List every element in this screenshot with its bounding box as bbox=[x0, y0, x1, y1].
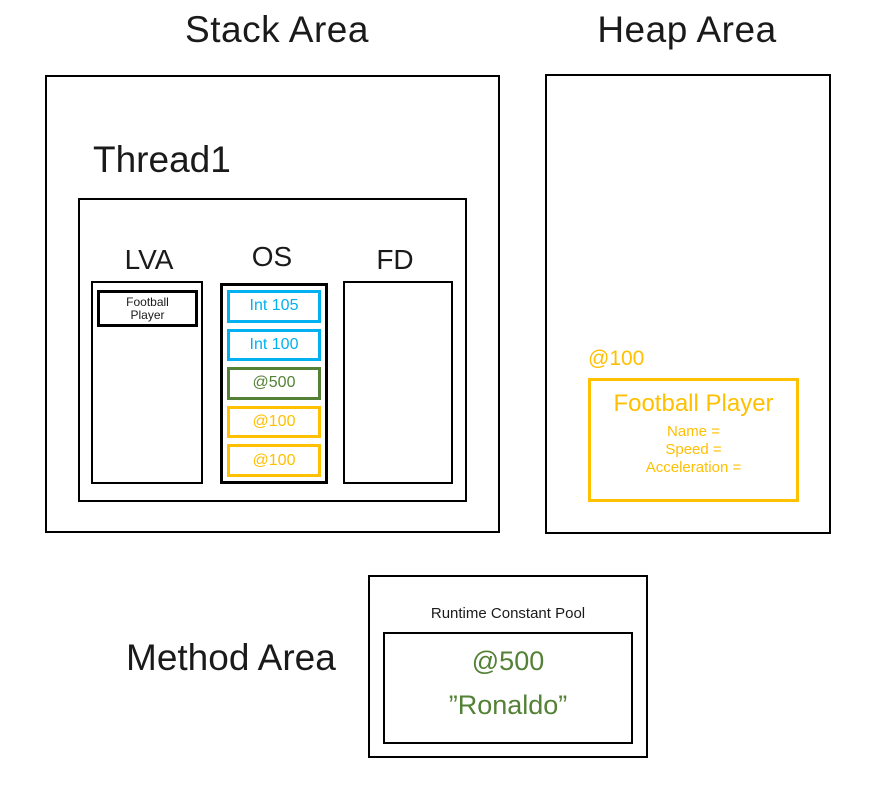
runtime-constant-pool-label: Runtime Constant Pool bbox=[430, 605, 586, 622]
heap-object-title: Football Player bbox=[613, 390, 774, 417]
heap-object-field-speed: Speed = bbox=[665, 441, 722, 458]
lva-football-player-frame: Football Player bbox=[97, 290, 198, 327]
thread1-label: Thread1 bbox=[93, 139, 231, 180]
heap-object-address-label: @100 bbox=[588, 347, 645, 370]
heap-football-player-object: Football Player Name = Speed = Accelerat… bbox=[588, 378, 799, 502]
os-slot-ref-100-a: @100 bbox=[227, 405, 321, 439]
os-slot-ref-500: @500 bbox=[227, 367, 321, 400]
lva-column-label: LVA bbox=[124, 244, 174, 275]
fd-column-label: FD bbox=[376, 244, 414, 275]
rcp-entry-string: ”Ronaldo” bbox=[448, 690, 568, 720]
heap-object-fields: Name = Speed = Acceleration = bbox=[591, 423, 796, 477]
os-column-label: OS bbox=[251, 241, 293, 272]
fd-box bbox=[343, 281, 453, 484]
rcp-entry-address: @500 bbox=[471, 646, 545, 676]
os-slot-int-100: Int 100 bbox=[227, 328, 321, 362]
runtime-constant-pool-box: Runtime Constant Pool @500 ”Ronaldo” bbox=[368, 575, 648, 758]
heap-area-box: @100 Football Player Name = Speed = Acce… bbox=[545, 74, 831, 534]
os-slot-int-105: Int 105 bbox=[227, 290, 321, 323]
thread1-box: LVA OS FD Football Player Int 105 Int 10… bbox=[78, 198, 467, 502]
heap-area-title: Heap Area bbox=[597, 9, 777, 50]
operand-stack-box: Int 105 Int 100 @500 @100 @100 bbox=[220, 283, 328, 484]
stack-area-box: Thread1 LVA OS FD Football Player Int 10… bbox=[45, 75, 500, 533]
lva-frame-line1: Football bbox=[126, 294, 169, 309]
heap-object-field-acceleration: Acceleration = bbox=[645, 459, 742, 476]
lva-box: Football Player bbox=[91, 281, 203, 484]
lva-frame-line2: Player bbox=[130, 307, 165, 322]
stack-area-title: Stack Area bbox=[185, 9, 369, 50]
heap-object-field-name: Name = bbox=[667, 423, 720, 440]
os-slot-ref-100-b: @100 bbox=[227, 444, 321, 477]
runtime-constant-pool-inner-box: @500 ”Ronaldo” bbox=[383, 632, 633, 744]
method-area-title: Method Area bbox=[126, 637, 336, 678]
